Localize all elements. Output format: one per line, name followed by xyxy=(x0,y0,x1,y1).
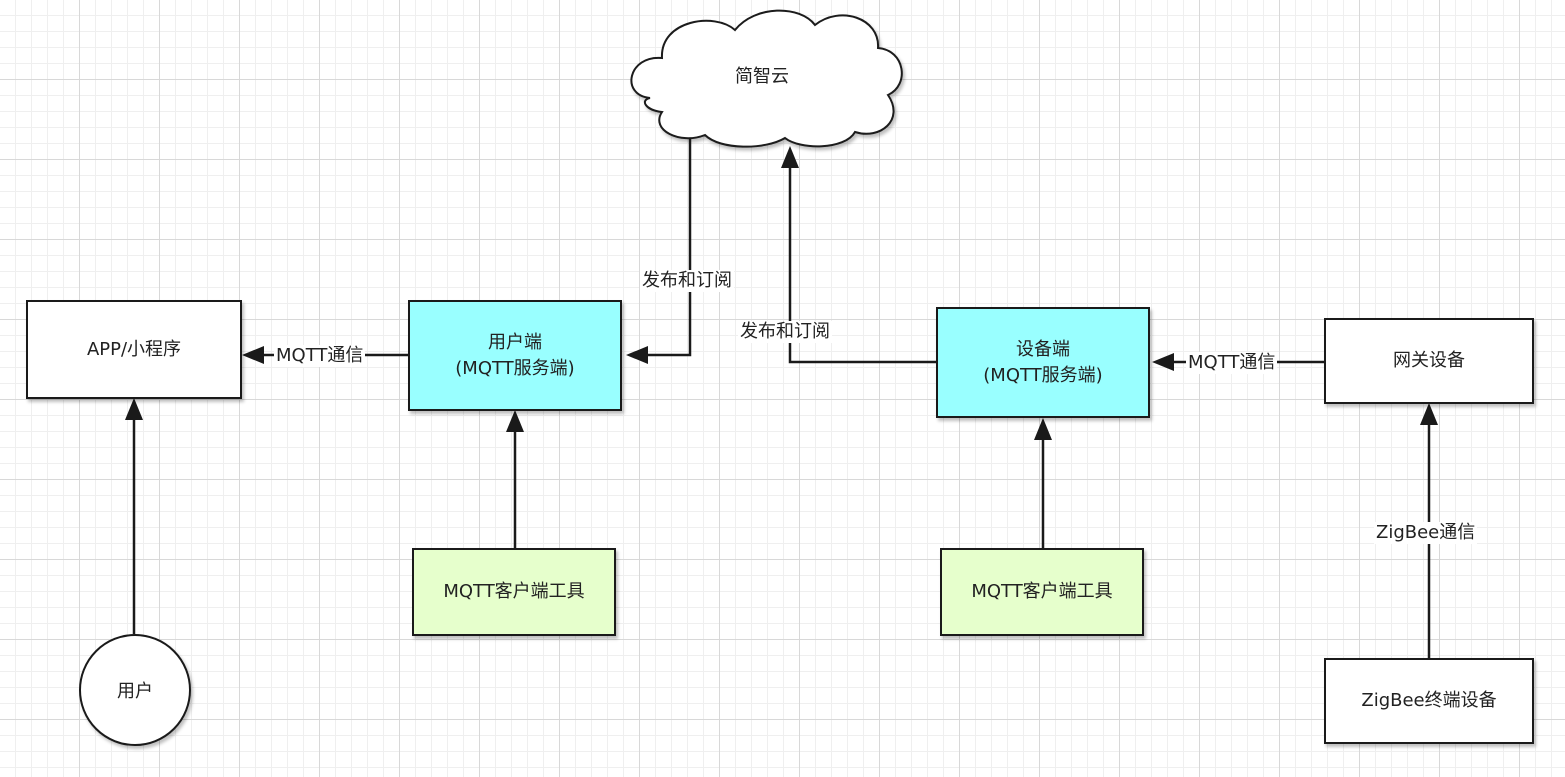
mqtt-client-tool-right: MQTT客户端工具 xyxy=(940,548,1144,636)
device-side-title: 设备端 xyxy=(1015,338,1070,360)
edge-label-mqtt-left: MQTT通信 xyxy=(274,345,366,367)
arrowhead-tool-left xyxy=(506,410,524,432)
user-node: 用户 xyxy=(79,634,191,746)
user-node-label: 用户 xyxy=(117,681,153,702)
arrowhead-mqtt-right xyxy=(1152,353,1174,371)
arrowhead-zigbee xyxy=(1420,403,1438,425)
app-node-label: APP/小程序 xyxy=(86,338,182,360)
mqtt-client-tool-left-label: MQTT客户端工具 xyxy=(443,581,585,602)
arrowhead-pubsub-right xyxy=(781,146,799,168)
edge-pubsub-left xyxy=(648,138,692,357)
edge-label-pubsub-right: 发布和订阅 xyxy=(738,321,832,343)
cloud-label: 简智云 xyxy=(735,66,789,87)
mqtt-client-tool-right-label: MQTT客户端工具 xyxy=(971,581,1113,602)
app-node: APP/小程序 xyxy=(26,300,242,399)
zigbee-terminal-node: ZigBee终端设备 xyxy=(1324,658,1534,744)
gateway-node: 网关设备 xyxy=(1324,318,1534,404)
arrowhead-user-app xyxy=(125,398,143,420)
zigbee-terminal-node-label: ZigBee终端设备 xyxy=(1361,690,1497,711)
arrowhead-tool-right xyxy=(1034,418,1052,440)
edge-pubsub-right xyxy=(788,168,936,364)
user-side-title: 用户端 xyxy=(487,331,542,353)
gateway-node-label: 网关设备 xyxy=(1393,350,1465,371)
device-side-node: 设备端 (MQTT服务端) xyxy=(936,307,1150,418)
mqtt-client-tool-left: MQTT客户端工具 xyxy=(412,548,616,636)
arrowhead-pubsub-left xyxy=(626,346,648,364)
edge-label-zigbee: ZigBee通信 xyxy=(1374,522,1478,544)
edge-label-mqtt-right: MQTT通信 xyxy=(1186,352,1278,374)
user-side-node: 用户端 (MQTT服务端) xyxy=(408,300,622,411)
arrowhead-mqtt-left xyxy=(242,346,264,364)
user-side-subtitle: (MQTT服务端) xyxy=(455,357,575,379)
cloud-shape xyxy=(630,9,903,148)
device-side-subtitle: (MQTT服务端) xyxy=(983,364,1103,386)
edge-label-pubsub-left: 发布和订阅 xyxy=(640,270,734,292)
